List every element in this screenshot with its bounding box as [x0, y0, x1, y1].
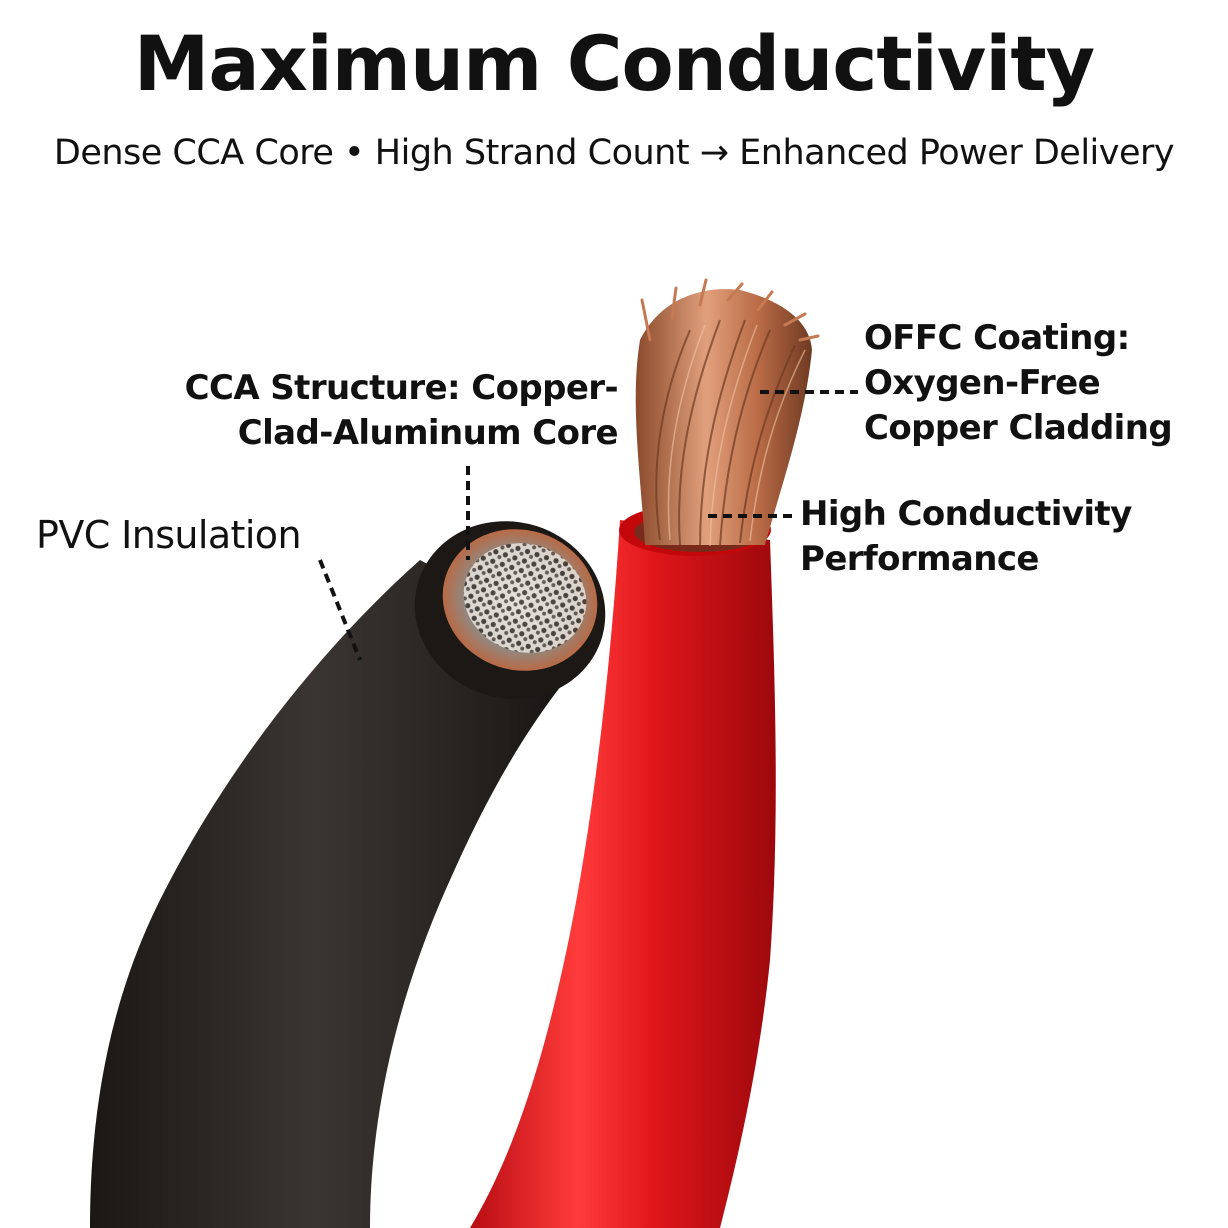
label-pvc-insulation: PVC Insulation	[36, 513, 302, 557]
subtitle: Dense CCA Core • High Strand Count → Enh…	[53, 133, 1175, 173]
black-cable	[90, 560, 590, 1228]
label-offc-line-1: OFFC Coating:	[864, 318, 1130, 358]
label-high-line-2: Performance	[800, 538, 1039, 579]
label-high-conductivity: High Conductivity Performance	[800, 492, 1132, 582]
label-cca-line-2: Clad-Aluminum Core	[237, 412, 619, 453]
label-cca-structure: CCA Structure: Copper- Clad-Aluminum Cor…	[184, 366, 619, 456]
label-offc-line-3: Copper Cladding	[864, 407, 1173, 448]
label-offc-line-2: Oxygen-Free	[864, 362, 1101, 403]
red-cable	[470, 520, 776, 1228]
page-title: Maximum Conductivity	[133, 19, 1095, 108]
label-cca-line-1: CCA Structure: Copper-	[184, 368, 619, 408]
label-high-line-1: High Conductivity	[800, 494, 1132, 534]
label-offc-coating: OFFC Coating: Oxygen-Free Copper Claddin…	[864, 316, 1173, 451]
pvc-leader	[318, 559, 362, 661]
